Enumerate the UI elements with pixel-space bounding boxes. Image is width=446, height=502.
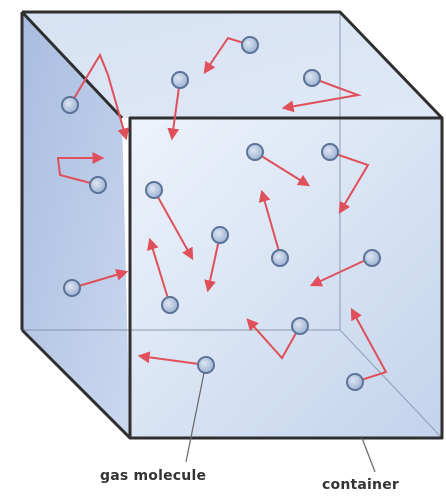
- gas-molecule: [90, 177, 106, 193]
- gas-molecule: [364, 250, 380, 266]
- container-label: container: [322, 477, 399, 493]
- gas-molecule: [212, 227, 228, 243]
- gas-molecule: [198, 357, 214, 373]
- gas-molecule: [347, 374, 363, 390]
- container-front-face: [130, 118, 442, 438]
- gas-molecule: [247, 144, 263, 160]
- gas-molecule-label: gas molecule: [100, 468, 206, 484]
- gas-molecule: [242, 37, 258, 53]
- gas-molecule: [304, 70, 320, 86]
- gas-molecule: [62, 97, 78, 113]
- gas-molecule: [146, 182, 162, 198]
- container-leader: [362, 438, 375, 472]
- gas-molecule: [172, 72, 188, 88]
- gas-molecule: [64, 280, 80, 296]
- gas-molecule: [322, 144, 338, 160]
- gas-molecule: [162, 297, 178, 313]
- gas-molecule: [292, 318, 308, 334]
- gas-molecule: [272, 250, 288, 266]
